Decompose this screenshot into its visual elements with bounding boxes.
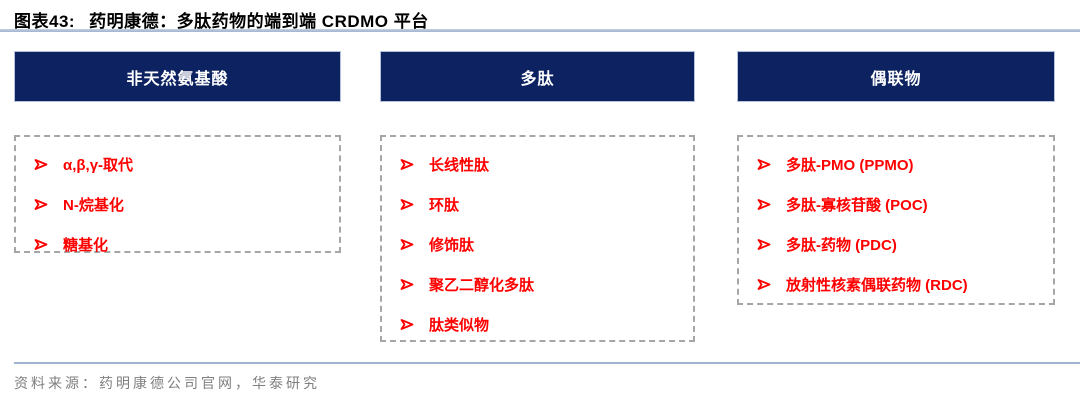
item-list-box: 长线性肽 环肽 修饰肽 聚乙二醇化多肽 肽类似物 (380, 135, 695, 342)
arrow-bullet-icon (757, 198, 771, 211)
list-item-label: 环肽 (429, 196, 460, 214)
arrow-bullet-icon (757, 158, 771, 171)
arrow-bullet-icon (400, 278, 414, 291)
list-item: 修饰肽 (400, 224, 689, 264)
list-item-label: 多肽-寡核苷酸 (POC) (786, 196, 928, 214)
column-header-label: 偶联物 (870, 70, 922, 88)
source-note: 资料来源：药明康德公司官网，华泰研究 (14, 376, 320, 392)
column-header-label: 非天然氨基酸 (126, 70, 229, 88)
figure-title-text: 药明康德：多肽药物的端到端 CRDMO 平台 (89, 12, 429, 31)
list-item: 长线性肽 (400, 144, 689, 184)
arrow-bullet-icon (757, 278, 771, 291)
list-item-label: 糖基化 (63, 236, 109, 254)
list-item-label: 多肽-药物 (PDC) (786, 236, 897, 254)
figure-number-label: 图表43: (14, 12, 76, 31)
arrow-bullet-icon (400, 318, 414, 331)
list-item: 聚乙二醇化多肽 (400, 264, 689, 304)
title-divider (0, 29, 1080, 32)
list-item-label: α,β,γ-取代 (63, 156, 134, 174)
list-item-label: 修饰肽 (429, 236, 475, 254)
column-header-label: 多肽 (520, 70, 555, 88)
list-item: α,β,γ-取代 (34, 144, 335, 184)
list-item: 多肽-药物 (PDC) (757, 224, 1049, 264)
figure-title: 图表43: 药明康德：多肽药物的端到端 CRDMO 平台 (14, 7, 429, 32)
list-item: 放射性核素偶联药物 (RDC) (757, 264, 1049, 304)
arrow-bullet-icon (400, 198, 414, 211)
list-item-label: 放射性核素偶联药物 (RDC) (786, 276, 968, 294)
list-item-label: 肽类似物 (429, 316, 490, 334)
arrow-bullet-icon (400, 238, 414, 251)
arrow-bullet-icon (34, 238, 48, 251)
footer-divider (14, 362, 1080, 364)
column-header-box: 偶联物 (737, 51, 1055, 102)
column-nonnatural-amino-acids: 非天然氨基酸 α,β,γ-取代 N-烷基化 糖基化 (14, 51, 341, 254)
list-item-label: 长线性肽 (429, 156, 490, 174)
arrow-bullet-icon (34, 198, 48, 211)
list-item-label: 多肽-PMO (PPMO) (786, 156, 914, 174)
list-item: 肽类似物 (400, 304, 689, 344)
list-item-label: 聚乙二醇化多肽 (429, 276, 535, 294)
item-list-box: 多肽-PMO (PPMO) 多肽-寡核苷酸 (POC) 多肽-药物 (PDC) … (737, 135, 1055, 305)
list-item: 多肽-寡核苷酸 (POC) (757, 184, 1049, 224)
arrow-bullet-icon (34, 158, 48, 171)
item-list-box: α,β,γ-取代 N-烷基化 糖基化 (14, 135, 341, 254)
list-item-label: N-烷基化 (63, 196, 124, 214)
column-peptides: 多肽 长线性肽 环肽 修饰肽 聚乙二醇化多肽 肽类似物 (380, 51, 695, 342)
list-item: N-烷基化 (34, 184, 335, 224)
list-item: 糖基化 (34, 224, 335, 264)
column-header-box: 非天然氨基酸 (14, 51, 341, 102)
list-item: 环肽 (400, 184, 689, 224)
column-header-box: 多肽 (380, 51, 695, 102)
column-conjugates: 偶联物 多肽-PMO (PPMO) 多肽-寡核苷酸 (POC) 多肽-药物 (P… (737, 51, 1055, 305)
arrow-bullet-icon (400, 158, 414, 171)
arrow-bullet-icon (757, 238, 771, 251)
list-item: 多肽-PMO (PPMO) (757, 144, 1049, 184)
